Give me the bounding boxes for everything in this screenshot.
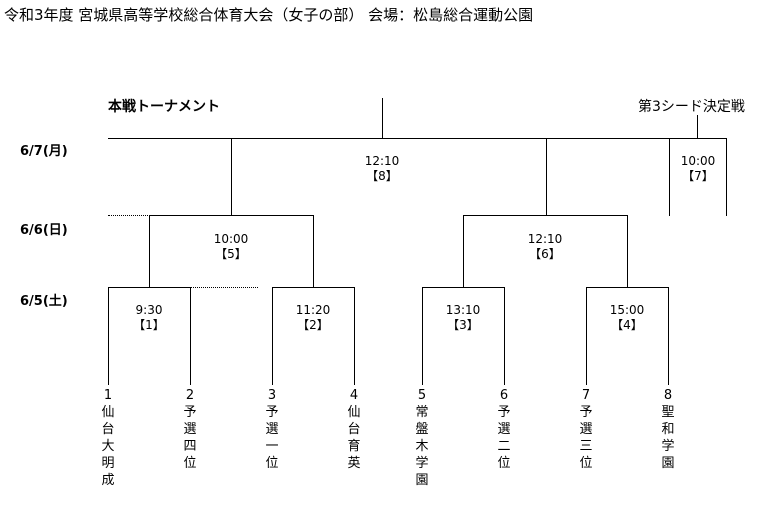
- r1-team8-line: [668, 287, 669, 385]
- team-number: 3: [267, 388, 277, 403]
- r1-m3-horizontal: [422, 287, 505, 288]
- match-7-label: 10:00 【7】: [658, 154, 738, 184]
- match-number: 【1】: [133, 318, 165, 332]
- match-time: 12:10: [527, 232, 563, 246]
- date-label-day1: 6/5(土): [20, 294, 68, 309]
- match-8-label: 12:10 【8】: [342, 154, 422, 184]
- team-number: 7: [581, 388, 591, 403]
- team-2: 2 予 選 四 位: [180, 387, 200, 472]
- r1-m1-horizontal: [108, 287, 191, 288]
- team-6: 6 予 選 二 位: [494, 387, 514, 472]
- r1-team2-line: [190, 287, 191, 385]
- match-4-label: 15:00 【4】: [587, 303, 667, 333]
- r1-m4-horizontal: [586, 287, 669, 288]
- match-number: 【5】: [215, 247, 247, 261]
- seed-match-title: 第3シード決定戦: [638, 99, 745, 115]
- match-number: 【2】: [297, 318, 329, 332]
- team-name: 予 選 一 位: [265, 405, 279, 471]
- match-time: 13:10: [445, 303, 481, 317]
- r1-team5-line: [422, 287, 423, 385]
- match-time: 15:00: [609, 303, 645, 317]
- semifinal-left-vertical: [231, 138, 232, 216]
- team-name: 予 選 四 位: [183, 405, 197, 471]
- team-5: 5 常 盤 木 学 園: [412, 387, 432, 489]
- semifinal-right-horizontal: [463, 215, 628, 216]
- match-time: 9:30: [135, 303, 163, 317]
- match-time: 11:20: [295, 303, 331, 317]
- team-8: 8 聖 和 学 園: [658, 387, 678, 472]
- r1-team6-line: [504, 287, 505, 385]
- r1-team3-line: [272, 287, 273, 385]
- r1-team7-line: [586, 287, 587, 385]
- section-title: 本戦トーナメント: [108, 99, 220, 115]
- team-number: 1: [103, 388, 113, 403]
- match-number: 【6】: [529, 247, 561, 261]
- final-horizontal-line: [108, 138, 727, 139]
- r1-team1-line: [108, 287, 109, 385]
- team-name: 仙 台 大 明 成: [101, 405, 115, 488]
- date-label-day2: 6/6(日): [20, 223, 68, 238]
- team-4: 4 仙 台 育 英: [344, 387, 364, 472]
- match-time: 10:00: [680, 154, 716, 168]
- r1-team4-line: [354, 287, 355, 385]
- seed-winner-line: [697, 115, 698, 138]
- seed-right-vertical: [726, 138, 727, 216]
- match-time: 10:00: [213, 232, 249, 246]
- team-name: 聖 和 学 園: [661, 405, 675, 471]
- match-1-label: 9:30 【1】: [109, 303, 189, 333]
- r2-left-a-vertical: [149, 215, 150, 288]
- semifinal-right-vertical: [546, 138, 547, 216]
- team-7: 7 予 選 三 位: [576, 387, 596, 472]
- team-name: 常 盤 木 学 園: [415, 405, 429, 488]
- team-3: 3 予 選 一 位: [262, 387, 282, 472]
- team-number: 5: [417, 388, 427, 403]
- seed-left-vertical: [669, 138, 670, 216]
- team-number: 2: [185, 388, 195, 403]
- final-winner-line: [382, 98, 383, 138]
- semifinal-left-horizontal: [149, 215, 314, 216]
- team-name: 予 選 三 位: [579, 405, 593, 471]
- r2-left-b-vertical: [313, 215, 314, 288]
- team-name: 予 選 二 位: [497, 405, 511, 471]
- match-2-label: 11:20 【2】: [273, 303, 353, 333]
- date-label-day3: 6/7(月): [20, 144, 68, 159]
- match-5-label: 10:00 【5】: [191, 232, 271, 262]
- team-number: 6: [499, 388, 509, 403]
- r2-right-b-vertical: [627, 215, 628, 288]
- page-title: 令和3年度 宮城県高等学校総合体育大会（女子の部） 会場：松島総合運動公園: [4, 6, 534, 24]
- team-number: 8: [663, 388, 673, 403]
- team-name: 仙 台 育 英: [347, 405, 361, 471]
- match-number: 【3】: [447, 318, 479, 332]
- match-number: 【4】: [611, 318, 643, 332]
- r1-m2-horizontal: [272, 287, 355, 288]
- team-1: 1 仙 台 大 明 成: [98, 387, 118, 489]
- r2-right-a-vertical: [463, 215, 464, 288]
- match-6-label: 12:10 【6】: [505, 232, 585, 262]
- team-number: 4: [349, 388, 359, 403]
- match-time: 12:10: [364, 154, 400, 168]
- match-number: 【8】: [366, 169, 398, 183]
- match-number: 【7】: [682, 169, 714, 183]
- match-3-label: 13:10 【3】: [423, 303, 503, 333]
